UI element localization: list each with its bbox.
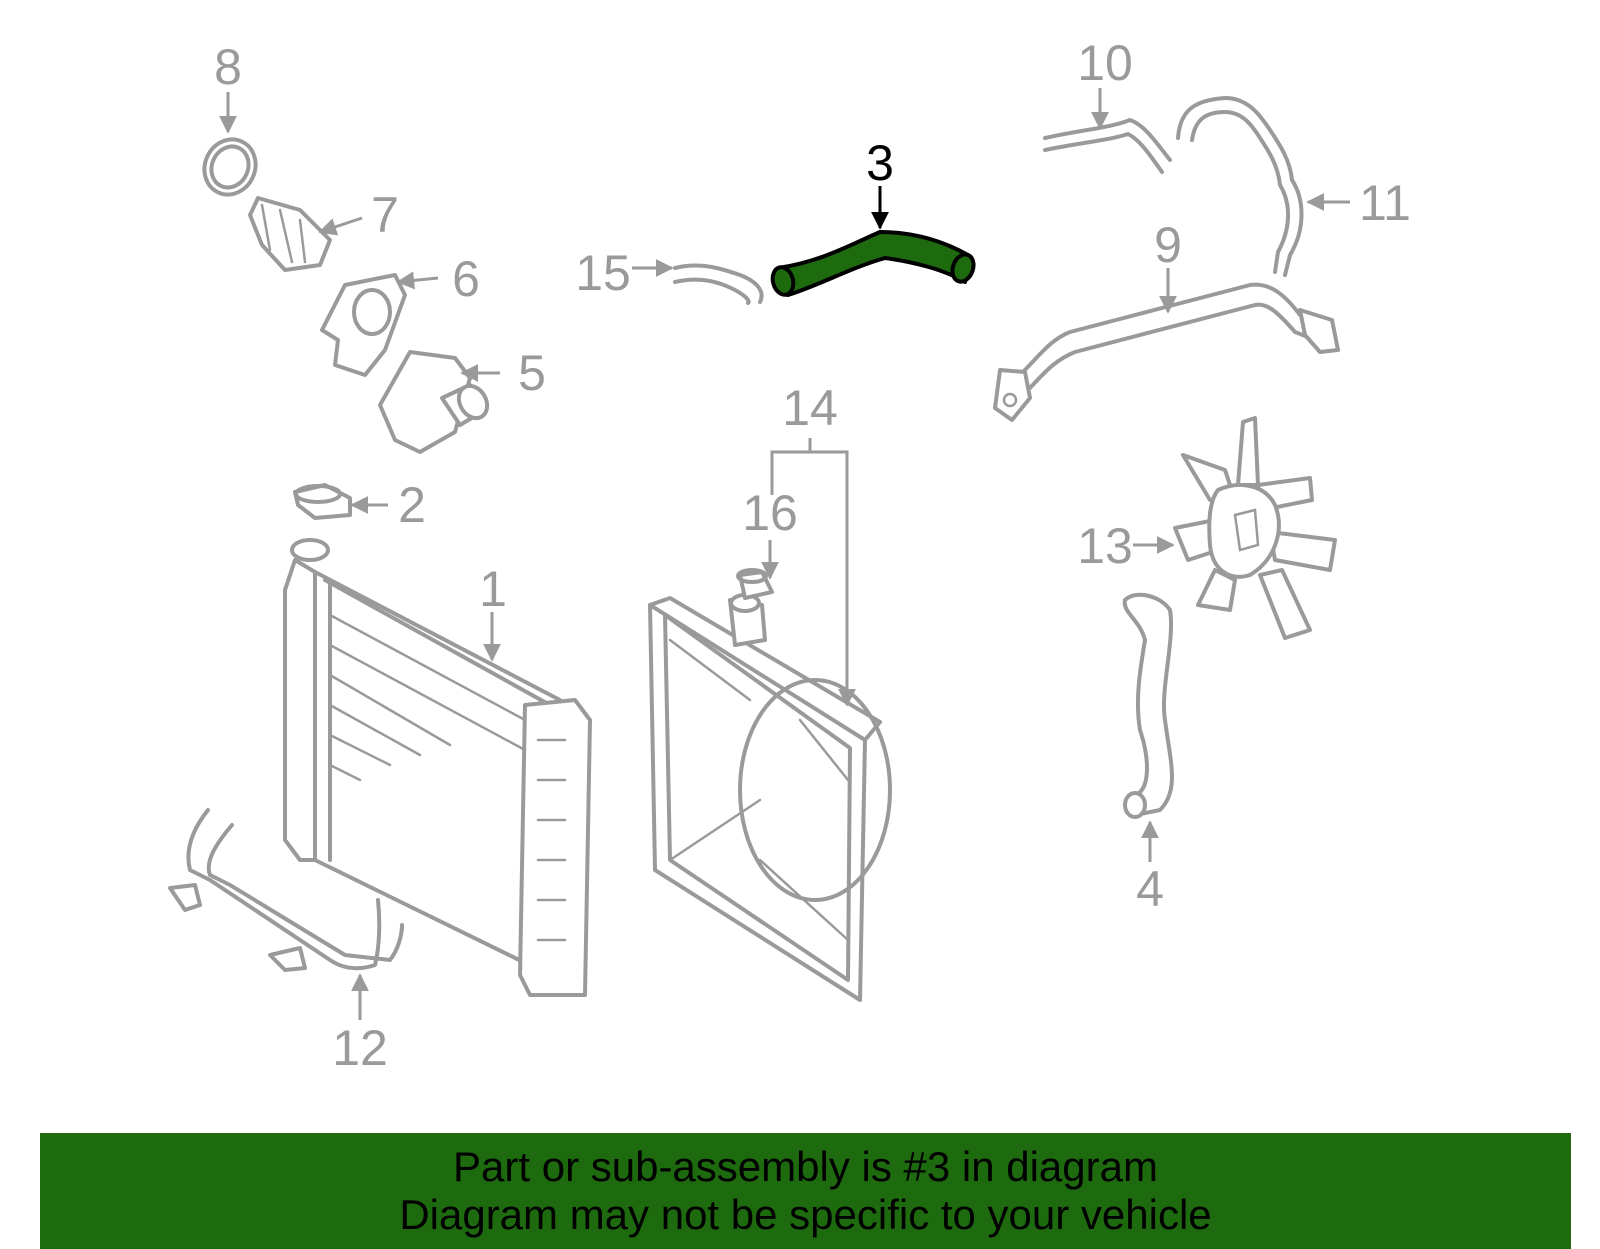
callout-1: 1 [479, 561, 507, 617]
part-11-pipe [1176, 96, 1304, 277]
callout-13: 13 [1077, 518, 1133, 574]
callout-16: 16 [742, 485, 798, 541]
part-5-water-inlet [378, 350, 490, 454]
callout-5: 5 [518, 345, 546, 401]
callout-15: 15 [575, 245, 631, 301]
part-2-radiator-cap [293, 483, 352, 520]
callout-14: 14 [782, 380, 838, 436]
callout-10: 10 [1077, 35, 1133, 91]
callout-7: 7 [371, 187, 399, 243]
banner-line-2: Diagram may not be specific to your vehi… [399, 1191, 1212, 1238]
callout-3: 3 [866, 135, 894, 191]
part-14-fan-shroud [648, 593, 892, 1002]
part-9-pipe [993, 282, 1340, 422]
part-4-radiator-hose [1122, 592, 1174, 819]
part-1-radiator [283, 538, 592, 997]
part-3-radiator-hose [770, 230, 976, 297]
callout-2: 2 [398, 477, 426, 533]
info-banner: Part or sub-assembly is #3 in diagram Di… [40, 1133, 1571, 1249]
callout-4: 4 [1136, 861, 1164, 917]
part-10-tube [1043, 118, 1172, 174]
part-15-hose [673, 263, 764, 305]
parts-diagram: 1 2 3 4 5 6 7 8 9 10 11 12 13 14 15 16 [168, 35, 1411, 1076]
callout-12: 12 [332, 1020, 388, 1076]
callout-9: 9 [1154, 217, 1182, 273]
part-13-fan [1173, 416, 1337, 640]
callout-11: 11 [1359, 175, 1411, 231]
part-12-pipes [168, 808, 404, 972]
part-7-thermostat [248, 196, 332, 272]
callout-6: 6 [452, 251, 480, 307]
part-16-reservoir-cap [736, 568, 774, 600]
callout-8: 8 [214, 39, 242, 95]
banner-line-1: Part or sub-assembly is #3 in diagram [453, 1143, 1158, 1190]
part-6-gasket [320, 273, 407, 377]
part-8-gasket-ring [202, 137, 258, 197]
leader-lines [219, 88, 1350, 1020]
